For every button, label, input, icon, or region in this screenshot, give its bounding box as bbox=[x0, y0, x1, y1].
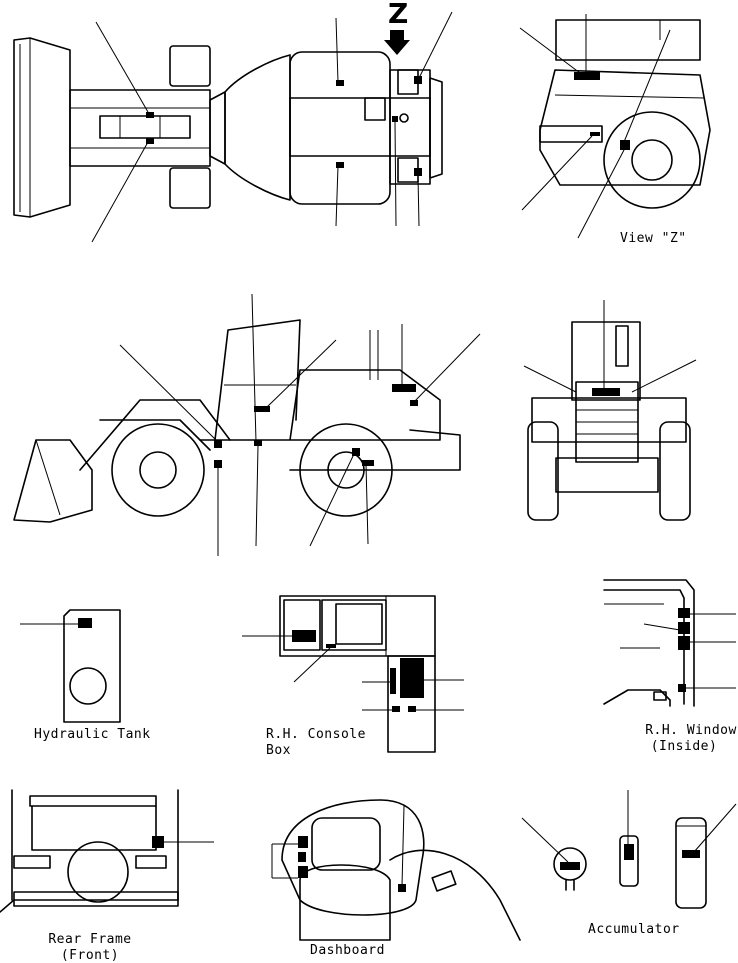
rear-view-drawing bbox=[523, 300, 697, 521]
hydraulic-tank-label: Hydraulic Tank bbox=[34, 727, 151, 742]
window-drawing bbox=[603, 579, 736, 707]
view-z-label: View "Z" bbox=[620, 231, 687, 246]
side-view-drawing bbox=[13, 293, 481, 556]
dashboard-drawing bbox=[271, 799, 521, 941]
rear-frame-drawing bbox=[0, 789, 214, 913]
accumulator-drawing bbox=[521, 790, 737, 909]
rear-frame-label-line-1: Rear Frame bbox=[48, 932, 132, 947]
console-box-label-line-2: Box bbox=[266, 743, 291, 758]
direction-z-marker: Z bbox=[388, 0, 409, 30]
view-z-drawing bbox=[519, 14, 711, 239]
console-box-label-line-1: R.H. Console bbox=[266, 727, 366, 742]
accumulator-label: Accumulator bbox=[588, 922, 680, 937]
rear-frame-label-line-2: (Front) bbox=[60, 948, 120, 963]
console-box-drawing bbox=[242, 595, 464, 753]
hydraulic-tank-drawing bbox=[20, 609, 121, 723]
dashboard-label: Dashboard bbox=[310, 943, 385, 958]
window-label-line-2: (Inside) bbox=[650, 739, 718, 754]
top-view-drawing bbox=[13, 11, 453, 243]
window-label-line-1: R.H. Window bbox=[645, 723, 737, 738]
